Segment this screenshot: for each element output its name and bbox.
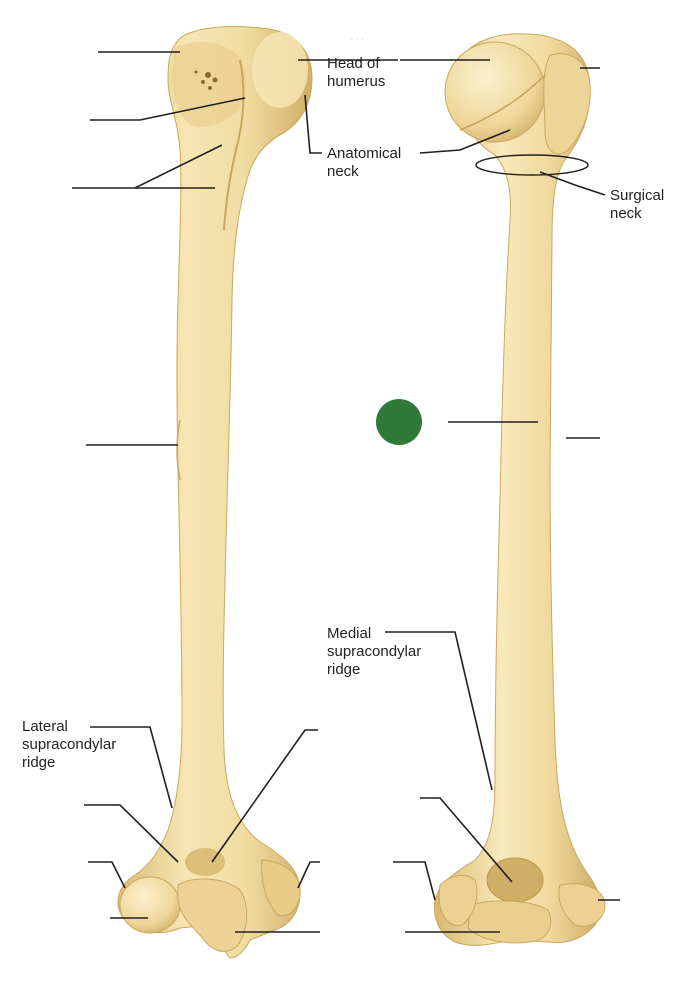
left-bone-pit <box>194 70 198 74</box>
left-humerus <box>117 26 313 959</box>
label-line: supracondylar <box>327 643 422 660</box>
label-line: Surgical <box>610 187 665 204</box>
blank-leader-line <box>297 861 320 889</box>
right-trochlea <box>467 900 552 944</box>
left-bone-pit <box>205 72 211 78</box>
blank-leader-line <box>84 804 179 863</box>
left-head-highlight <box>252 32 308 108</box>
blank-leader-line <box>211 729 318 863</box>
blank-leader-line <box>393 861 436 901</box>
label-line: Lateral <box>22 718 68 735</box>
left-bone-pit <box>208 86 212 90</box>
label-head-of-humerus: Head of humerus <box>327 55 385 91</box>
label-line: ridge <box>22 754 56 771</box>
leader-surgical-neck <box>539 171 606 196</box>
left-deltoid-tuberosity <box>176 419 181 481</box>
leader-anatomical-neck-right <box>419 129 511 154</box>
left-bone-pit <box>212 77 218 83</box>
label-line: humerus <box>327 73 386 90</box>
right-greater-tubercle <box>543 53 591 155</box>
label-line: Medial <box>327 625 372 642</box>
label-line: neck <box>610 205 642 222</box>
label-lateral-supracondylar-ridge: Lateral supracondylar ridge <box>22 718 116 772</box>
right-anatomical-neck-line <box>459 74 546 131</box>
left-coronoid-fossa <box>185 848 225 876</box>
label-line: supracondylar <box>22 736 117 753</box>
surgical-neck-ring <box>475 154 589 176</box>
left-humerus-shaft <box>117 26 313 959</box>
blank-leader-line <box>88 861 126 889</box>
label-line: neck <box>327 163 359 180</box>
right-head-of-humerus <box>444 41 546 143</box>
left-medial-epicondyle <box>261 859 301 917</box>
left-trochlea <box>177 878 247 953</box>
right-medial-epicondyle <box>558 883 606 927</box>
leader-lateral-supracondylar-ridge <box>90 726 173 809</box>
left-capitulum <box>119 876 181 934</box>
left-bone-pit <box>201 80 205 84</box>
left-intertubercular-groove <box>223 59 245 231</box>
label-medial-supracondylar-ridge: Medial supracondylar ridge <box>327 625 421 679</box>
right-humerus <box>433 33 606 946</box>
right-lateral-epicondyle <box>438 874 478 926</box>
label-line: Anatomical <box>327 145 402 162</box>
leader-medial-supracondylar-ridge <box>385 631 493 791</box>
blank-leader-line <box>420 797 513 883</box>
label-anatomical-neck: Anatomical neck <box>327 145 401 181</box>
right-olecranon-fossa <box>486 857 544 903</box>
left-greater-tubercle <box>172 41 247 127</box>
blank-leader-line <box>90 97 246 121</box>
label-line: Head of <box>327 55 380 72</box>
label-line: ridge <box>327 661 361 678</box>
right-humerus-shaft <box>433 33 602 946</box>
label-surgical-neck: Surgical neck <box>610 187 664 223</box>
green-marker-dot[interactable] <box>376 399 422 445</box>
leader-lines <box>72 51 620 933</box>
leader-anatomical-neck <box>304 94 322 154</box>
faint-dots: ··· <box>350 34 366 45</box>
